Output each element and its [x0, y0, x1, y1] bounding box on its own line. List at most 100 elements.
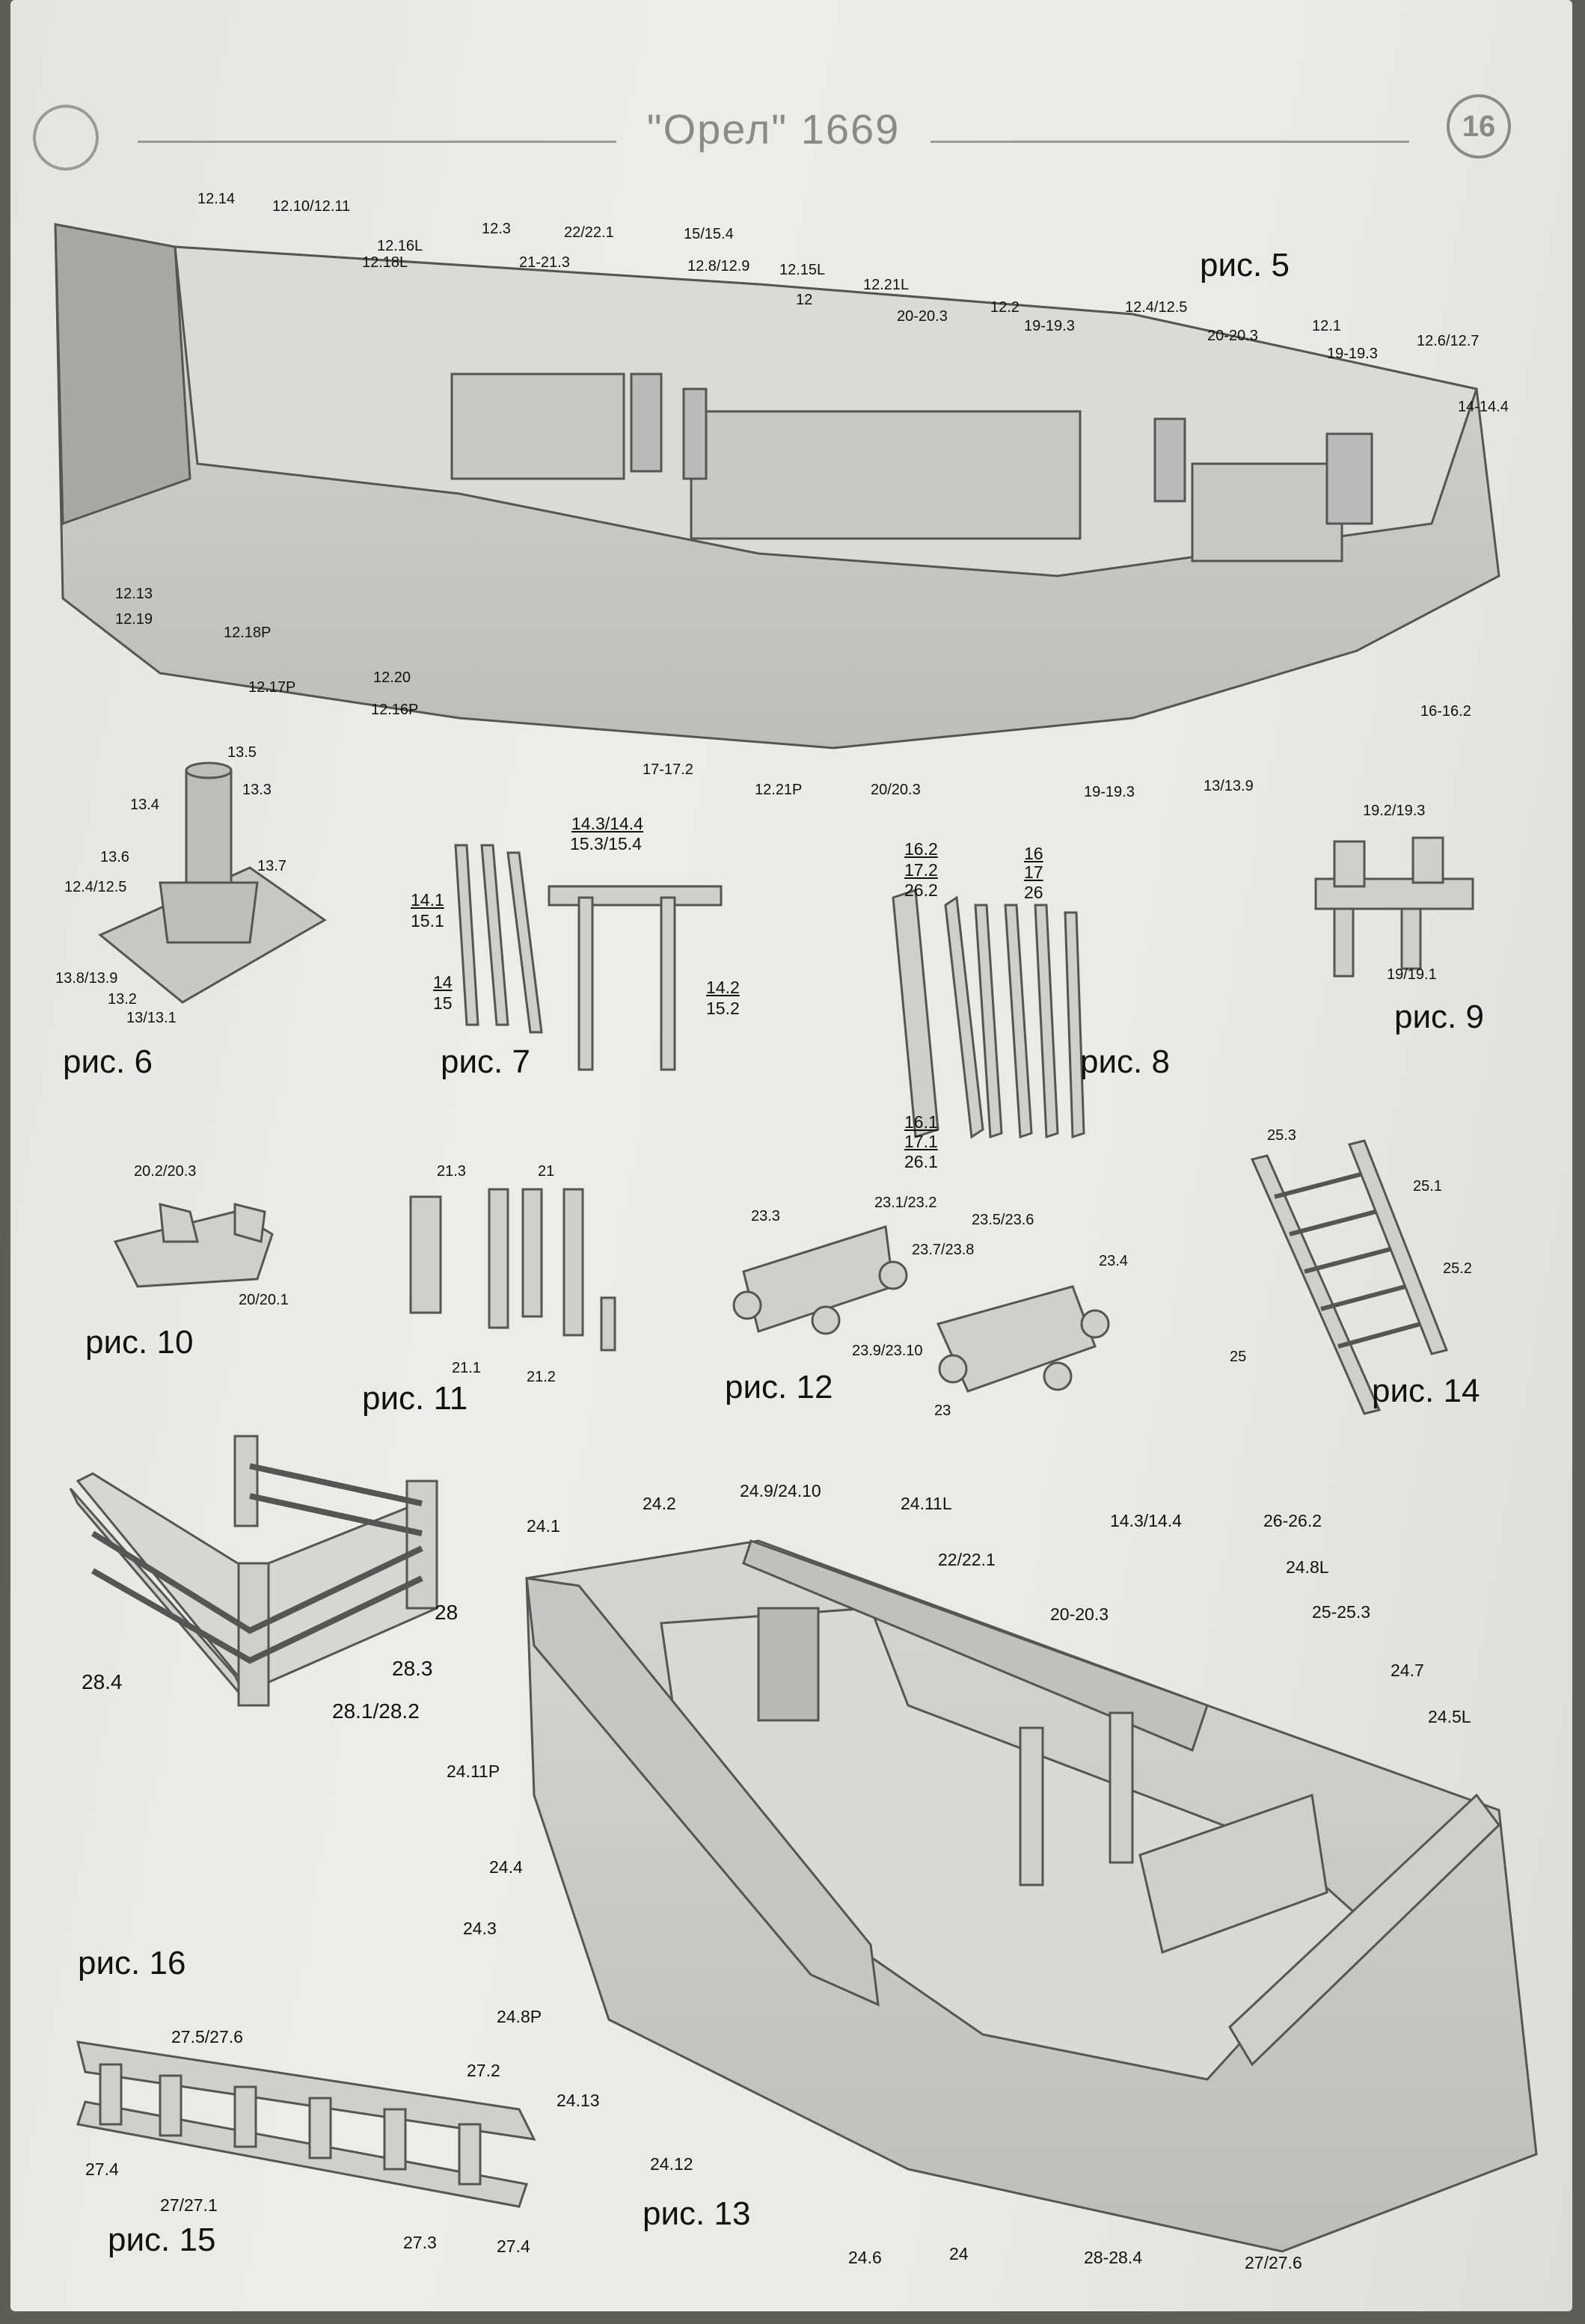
callout-label: 12.21L [863, 277, 910, 293]
callout-label: 20-20.3 [1207, 328, 1258, 344]
callout-label: 17-17.2 [643, 761, 693, 778]
figure-10-caption: рис. 10 [85, 1324, 194, 1361]
logo [33, 105, 99, 171]
callout-label: 24.12 [650, 2154, 693, 2174]
callout-label: 24.7 [1391, 1661, 1424, 1680]
callout-label: 26.2 [904, 880, 938, 900]
callout-label: 26-26.2 [1263, 1511, 1322, 1530]
callout-label: 13.8/13.9 [55, 970, 118, 987]
figure-7-bitts [454, 844, 723, 1071]
callout-label: 24.8L [1286, 1557, 1329, 1577]
callout-label: 19-19.3 [1327, 346, 1378, 362]
callout-label: 25.2 [1443, 1260, 1472, 1277]
callout-label: 12.18P [224, 625, 272, 641]
callout-label: 28.1/28.2 [332, 1699, 420, 1723]
callout-label: 21.3 [437, 1163, 466, 1180]
callout-label: 24.6 [848, 2248, 882, 2267]
callout-label: 12.14 [197, 191, 236, 207]
callout-label: 23.3 [751, 1208, 780, 1224]
figure-14-ladder [1250, 1139, 1449, 1415]
callout-label: 12.4/12.5 [64, 879, 127, 895]
callout-label: 25.1 [1413, 1178, 1442, 1195]
figure-13-stern-section [525, 1539, 1538, 2253]
callout-label: 24.9/24.10 [740, 1481, 821, 1500]
callout-label: 13.3 [242, 782, 272, 798]
figure-11-caption: рис. 11 [362, 1380, 468, 1417]
callout-label: 28 [435, 1601, 459, 1624]
figure-6-capstan [98, 761, 327, 1004]
callout-label: 19.2/19.3 [1363, 803, 1426, 819]
callout-label: 15 [433, 993, 453, 1013]
callout-label: 16 [1024, 844, 1043, 863]
callout-label: 21 [538, 1163, 555, 1180]
callout-label: 26 [1024, 883, 1043, 902]
callout-label: 24.11L [901, 1494, 952, 1513]
callout-label: 15.1 [411, 911, 444, 930]
callout-label: 22/22.1 [938, 1550, 996, 1569]
figure-15-balustrade [76, 2041, 536, 2208]
callout-label: 24.3 [463, 1919, 497, 1938]
callout-label: 25.3 [1267, 1127, 1296, 1144]
instruction-sheet: "Орел" 1669 16 [10, 0, 1572, 2311]
callout-label: 24 [949, 2244, 969, 2263]
diagram-artwork [54, 223, 1538, 2253]
figure-7-caption: рис. 7 [441, 1043, 530, 1080]
callout-label: 17.1 [904, 1132, 938, 1151]
callout-label: 27.4 [497, 2236, 530, 2256]
callout-label: 16.2 [904, 839, 938, 859]
callout-label: 15.3/15.4 [570, 834, 642, 853]
callout-label: 24.8P [497, 2007, 542, 2026]
figure-14-caption: рис. 14 [1372, 1373, 1480, 1409]
callout-label: 17.2 [904, 860, 938, 880]
callout-label: 24.4 [489, 1857, 523, 1877]
callout-label: 28.4 [82, 1670, 123, 1693]
callout-label: 12 [796, 292, 813, 308]
callout-label: 26.1 [904, 1152, 938, 1171]
figure-6-caption: рис. 6 [63, 1043, 153, 1080]
figure-16-rail-enclosure [69, 1435, 438, 1707]
callout-label: 12.4/12.5 [1125, 299, 1188, 316]
callout-label: 23.4 [1099, 1253, 1128, 1269]
page-title: "Орел" 1669 [646, 105, 901, 153]
callout-label: 13/13.9 [1204, 778, 1254, 794]
callout-label: 15/15.4 [684, 226, 734, 242]
callout-label: 21-21.3 [519, 254, 570, 271]
header-rule-left [138, 141, 616, 143]
callout-label: 24.13 [557, 2091, 600, 2110]
figure-5-ship-deck [54, 223, 1500, 749]
callout-label: 23.5/23.6 [972, 1212, 1034, 1228]
callout-label: 12.18L [362, 254, 408, 271]
callout-label: 24.2 [643, 1494, 676, 1513]
callout-label: 25 [1230, 1349, 1247, 1365]
figure-16-caption: рис. 16 [78, 1945, 186, 1981]
callout-label: 19-19.3 [1084, 784, 1135, 800]
callout-label: 23.1/23.2 [874, 1195, 937, 1211]
callout-label: 21.2 [527, 1369, 556, 1385]
callout-label: 12.17P [248, 679, 296, 696]
callout-label: 12.8/12.9 [687, 258, 750, 275]
figure-10-double-cleat [113, 1203, 274, 1288]
callout-label: 13/13.1 [126, 1010, 177, 1026]
callout-label: 22/22.1 [564, 224, 614, 241]
figure-8-caption: рис. 8 [1080, 1043, 1170, 1080]
callout-label: 16.1 [904, 1112, 938, 1132]
callout-label: 12.3 [482, 221, 511, 237]
callout-label: 20.2/20.3 [134, 1163, 197, 1180]
callout-label: 20/20.3 [871, 782, 921, 798]
header-rule-right [931, 141, 1409, 143]
callout-label: 19-19.3 [1024, 318, 1075, 334]
callout-label: 14.1 [411, 890, 444, 910]
callout-label: 27/27.6 [1245, 2253, 1302, 2272]
figure-12-caption: рис. 12 [725, 1369, 833, 1405]
callout-label: 24.11P [447, 1762, 500, 1781]
callout-label: 24.5L [1428, 1707, 1471, 1726]
callout-label: 12.2 [990, 299, 1020, 316]
callout-label: 20-20.3 [1050, 1604, 1109, 1624]
callout-label: 13.6 [100, 849, 129, 865]
callout-label: 19/19.1 [1387, 966, 1437, 983]
figure-15-caption: рис. 15 [108, 2222, 216, 2258]
callout-label: 14 [433, 972, 453, 992]
callout-label: 28-28.4 [1084, 2248, 1143, 2267]
callout-label: 13.4 [130, 797, 159, 813]
callout-label: 23 [934, 1402, 951, 1419]
